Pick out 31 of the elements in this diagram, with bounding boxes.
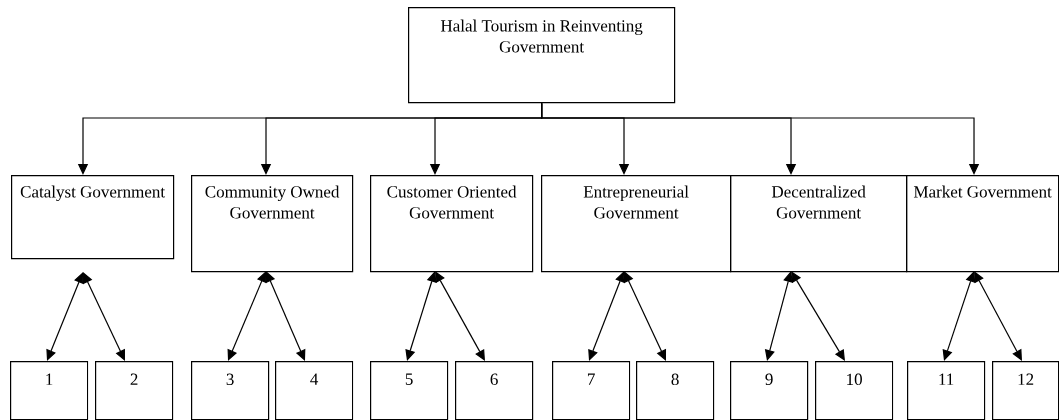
number-box: 3 [191, 361, 270, 420]
number-box: 6 [455, 361, 534, 420]
arrow [265, 271, 306, 361]
arrow [791, 271, 845, 361]
arrow [435, 271, 485, 361]
number-box: 9 [730, 361, 809, 420]
number-box: 7 [552, 361, 631, 420]
arrow [942, 271, 976, 361]
root-box: Halal Tourism in Reinventing Government [408, 7, 676, 104]
category-box: Market Government [906, 175, 1059, 273]
category-box: Decentralized Government [730, 175, 908, 273]
arrow [405, 271, 437, 361]
number-box: 1 [10, 361, 89, 420]
number-box: 12 [992, 361, 1059, 420]
number-box: 5 [370, 361, 449, 420]
number-box: 4 [275, 361, 354, 420]
category-box: Community Owned Government [191, 175, 354, 273]
arrow [588, 271, 625, 361]
arrow [227, 271, 267, 361]
number-box: 10 [815, 361, 894, 420]
arrow [541, 102, 980, 175]
arrow [974, 271, 1022, 361]
category-box: Entrepreneurial Government [541, 175, 732, 273]
arrow [83, 272, 125, 361]
category-box: Catalyst Government [11, 175, 175, 260]
category-box: Customer Oriented Government [370, 175, 534, 273]
number-box: 11 [907, 361, 986, 420]
arrow [624, 271, 667, 361]
arrow [46, 272, 84, 361]
number-box: 8 [636, 361, 715, 420]
number-box: 2 [95, 361, 174, 420]
